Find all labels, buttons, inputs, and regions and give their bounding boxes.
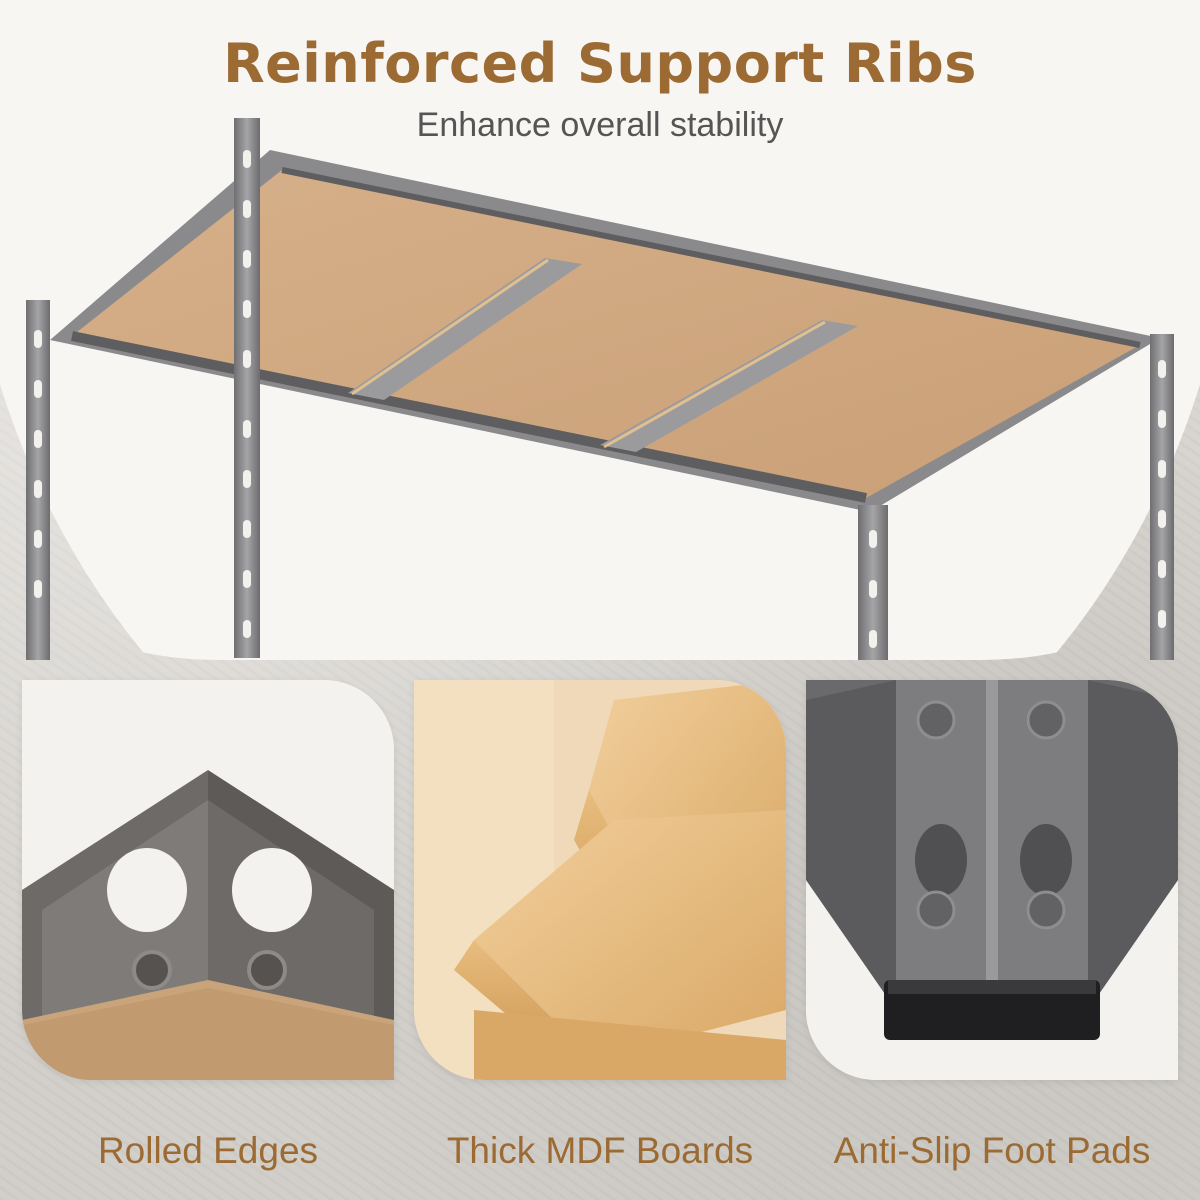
support-rib [348,258,582,400]
upright-post [858,505,888,660]
mdf-boards-image [414,680,786,1080]
page-subtitle: Enhance overall stability [416,106,784,144]
foot-pad [884,980,1100,1040]
caption-rolled-edges: Rolled Edges [97,1130,319,1171]
upright-post [1150,334,1174,660]
upright-post [26,300,50,660]
caption-foot-pads: Anti-Slip Foot Pads [833,1130,1151,1171]
feature-card-mdf-boards [414,680,786,1080]
upright-post [234,118,260,658]
mdf-board [72,170,1140,498]
support-rib [600,320,858,452]
feature-card-rolled-edges [22,680,394,1080]
shelf-illustration [26,118,1174,660]
page-title: Reinforced Support Ribs [223,32,977,95]
rolled-edges-image [22,680,394,1080]
caption-mdf-boards: Thick MDF Boards [446,1130,754,1171]
feature-card-foot-pads [806,680,1178,1080]
foot-pads-image [806,680,1178,1080]
